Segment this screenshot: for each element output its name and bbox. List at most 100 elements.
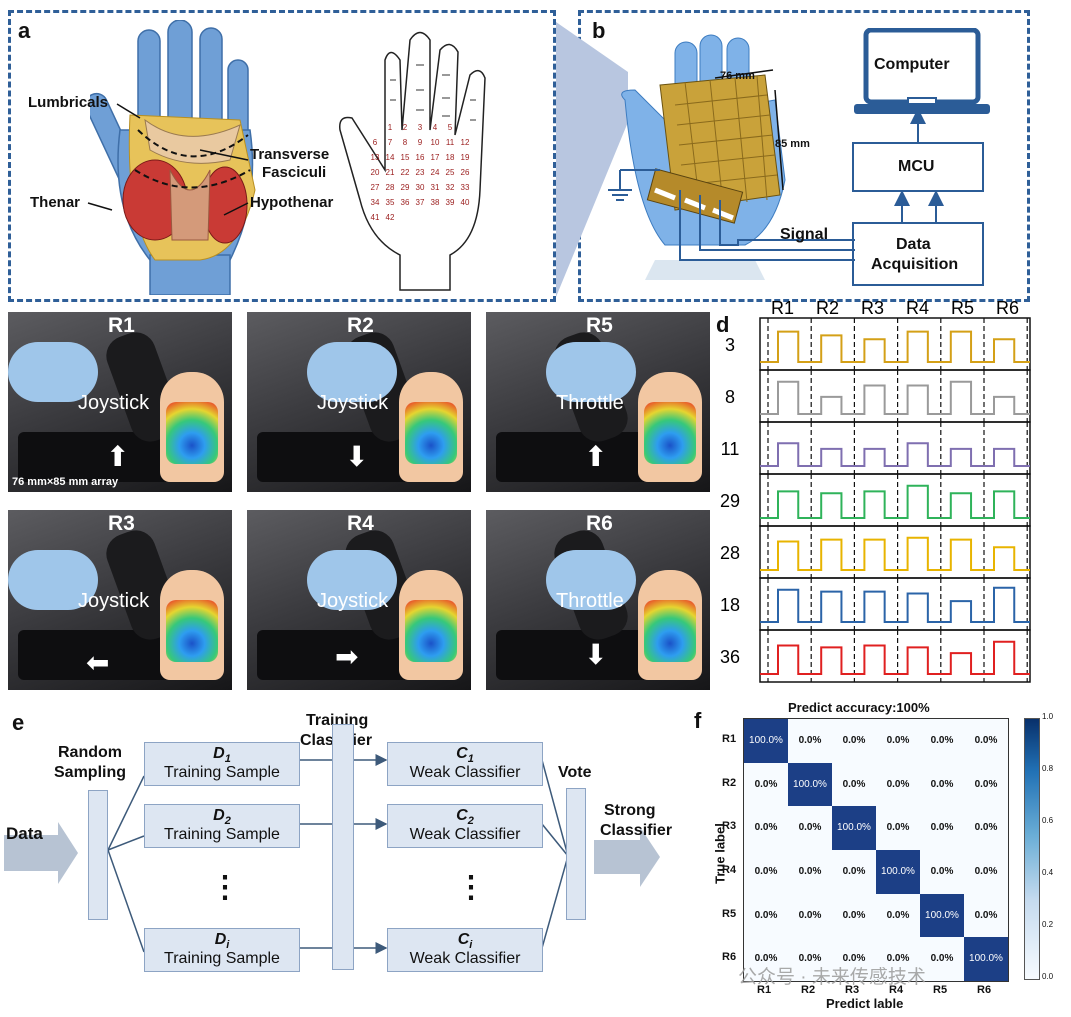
matrix-cell: 100.0% bbox=[876, 850, 920, 894]
sensor-number: 31 bbox=[431, 183, 440, 192]
matrix-cell: 0.0% bbox=[930, 735, 954, 746]
anatomical-hand-illustration bbox=[90, 20, 256, 295]
sensor-number: 39 bbox=[446, 198, 455, 207]
sensor-number: 14 bbox=[386, 153, 395, 162]
colorbar-tick: 0.0 bbox=[1042, 972, 1054, 981]
zoom-wedge bbox=[556, 22, 628, 297]
sensor-number: 9 bbox=[418, 138, 423, 147]
mcu-label: MCU bbox=[898, 158, 935, 175]
sensor-number: 6 bbox=[373, 138, 378, 147]
signal-trace bbox=[760, 640, 1030, 675]
colorbar-tick: 0.8 bbox=[1042, 764, 1054, 773]
matrix-cell: 0.0% bbox=[930, 778, 954, 790]
sensor-number: 35 bbox=[386, 198, 395, 207]
sensor-row-label: 3 bbox=[725, 335, 735, 355]
col-class-label: R6 bbox=[977, 984, 992, 996]
sensor-number: 40 bbox=[461, 198, 470, 207]
hand-heatmap bbox=[399, 570, 463, 680]
sensor-number: 26 bbox=[461, 168, 470, 177]
box-symbol: C1 bbox=[456, 745, 474, 766]
row-class-label: R3 bbox=[722, 820, 737, 833]
row-class-label: R2 bbox=[722, 776, 737, 789]
matrix-cell: 100.0% bbox=[920, 893, 964, 938]
sensor-number: 2 bbox=[403, 123, 408, 132]
photo-title: R1 bbox=[108, 314, 135, 337]
box-label: Weak Classifier bbox=[409, 764, 521, 782]
block-arrows bbox=[894, 110, 944, 222]
gloved-hand bbox=[546, 342, 636, 402]
label-thenar: Thenar bbox=[30, 194, 81, 211]
colorbar-tick: 0.4 bbox=[1042, 868, 1054, 877]
label-hypothenar: Hypothenar bbox=[250, 194, 334, 211]
photo-caption: Joystick bbox=[317, 392, 389, 414]
photo-title: R5 bbox=[586, 314, 613, 337]
hand-heatmap bbox=[638, 372, 702, 482]
direction-arrow-icon: ⬇ bbox=[345, 441, 369, 472]
gloved-hand bbox=[307, 550, 397, 610]
matrix-cell: 0.0% bbox=[974, 909, 998, 921]
gloved-hand bbox=[546, 550, 636, 610]
matrix-cell: 0.0% bbox=[886, 822, 910, 834]
daq-box bbox=[852, 222, 984, 286]
matrix-cell: 0.0% bbox=[842, 866, 866, 877]
matrix-cell: 0.0% bbox=[930, 866, 954, 877]
sensor-number: 32 bbox=[446, 183, 455, 192]
row-class-label: R4 bbox=[722, 863, 737, 876]
panel-label-d: d bbox=[716, 312, 730, 337]
matrix-cell: 100.0% bbox=[964, 937, 1008, 981]
label-lumbricals: Lumbricals bbox=[28, 94, 109, 111]
column-label: R3 bbox=[861, 300, 884, 318]
panel-label-a: a bbox=[18, 18, 31, 43]
sensor-number: 28 bbox=[386, 183, 395, 192]
signal-row-frame bbox=[759, 629, 1031, 683]
sensor-row-label: 11 bbox=[721, 439, 740, 459]
mcu-box bbox=[852, 142, 984, 192]
sensor-number: 29 bbox=[401, 183, 410, 192]
row-class-label: R6 bbox=[722, 951, 737, 964]
matrix-cell: 0.0% bbox=[974, 822, 998, 834]
sensor-number: 4 bbox=[433, 123, 438, 132]
data-label: Data bbox=[6, 824, 43, 843]
sensor-number: 21 bbox=[386, 168, 395, 177]
random-sampling-label-2: Sampling bbox=[54, 764, 127, 781]
computer-icon bbox=[854, 28, 990, 114]
sensor-number: 17 bbox=[431, 153, 440, 162]
matrix-cell: 0.0% bbox=[754, 778, 778, 790]
sensor-number: 1 bbox=[388, 123, 393, 132]
matrix-cell: 0.0% bbox=[974, 866, 998, 877]
gloved-hand bbox=[8, 550, 98, 610]
matrix-cell: 0.0% bbox=[842, 735, 866, 746]
signal-trace bbox=[760, 442, 1030, 467]
sensor-number: 22 bbox=[401, 168, 410, 177]
sensor-number: 11 bbox=[446, 138, 455, 147]
sensor-number: 13 bbox=[371, 153, 380, 162]
sensor-number: 27 bbox=[371, 183, 380, 192]
col-class-label: R5 bbox=[933, 984, 948, 996]
matrix-cell: 0.0% bbox=[798, 822, 822, 834]
col-class-label: R4 bbox=[889, 984, 904, 996]
box-label: Weak Classifier bbox=[409, 826, 521, 844]
matrix-cell: 0.0% bbox=[886, 778, 910, 790]
sensor-number: 18 bbox=[446, 153, 455, 162]
gloved-hand bbox=[307, 342, 397, 402]
sensor-number: 12 bbox=[461, 138, 470, 147]
box-label: Training Sample bbox=[164, 950, 280, 968]
matrix-cell: 0.0% bbox=[842, 778, 866, 790]
signal-trace bbox=[760, 380, 1030, 415]
sensor-number: 30 bbox=[416, 183, 425, 192]
hand-heatmap bbox=[160, 570, 224, 680]
photo-title: R6 bbox=[586, 512, 613, 535]
photo-caption: Joystick bbox=[78, 590, 150, 612]
direction-arrow-icon: ⬆ bbox=[584, 441, 608, 472]
array-height-label: 85 mm bbox=[775, 138, 810, 150]
signal-trace bbox=[760, 330, 1030, 363]
sensor-number: 37 bbox=[416, 198, 425, 207]
panel-label-b: b bbox=[592, 18, 606, 43]
watermark: 公众号 · 未来传感技术 bbox=[738, 967, 926, 988]
matrix-cell: 0.0% bbox=[974, 778, 998, 790]
matrix-cell: 0.0% bbox=[798, 953, 822, 965]
